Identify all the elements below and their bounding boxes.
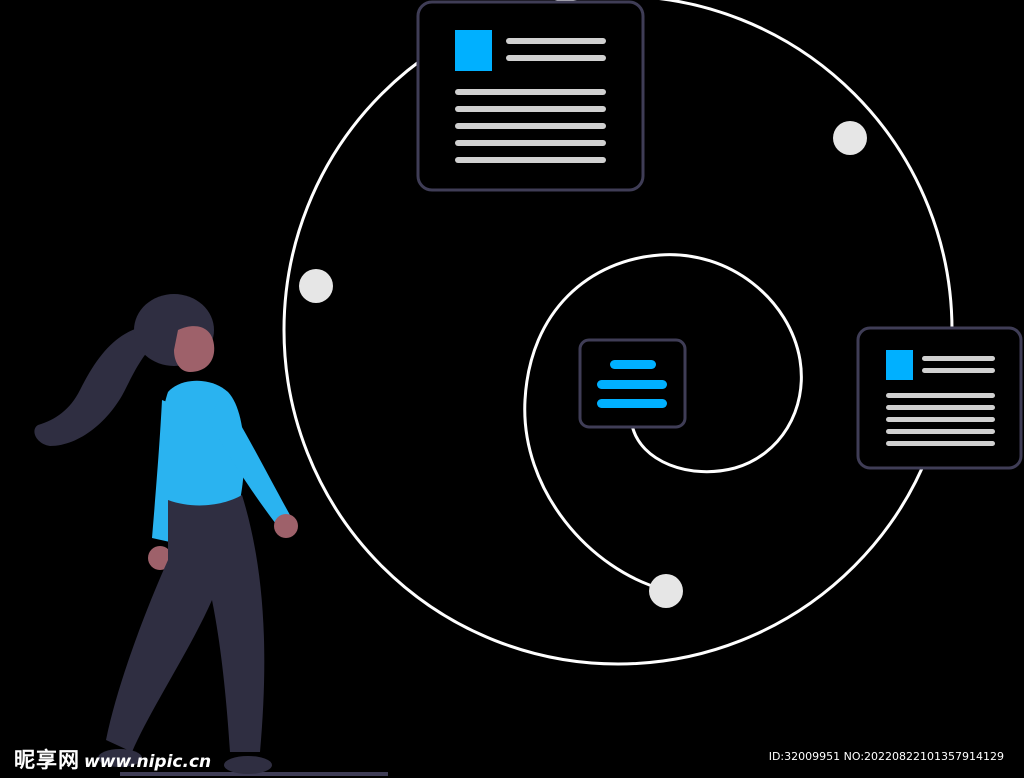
back-hand xyxy=(148,546,172,570)
watermark-id: ID:32009951 NO:20220822101357914129 xyxy=(768,750,1004,763)
floor-line xyxy=(120,772,388,776)
face xyxy=(174,326,215,372)
orbit-node xyxy=(833,121,867,155)
menu-bar xyxy=(610,360,656,369)
orbit-node xyxy=(649,574,683,608)
text-line xyxy=(886,441,995,446)
text-line xyxy=(506,55,606,61)
person-figure xyxy=(34,294,388,776)
text-line xyxy=(886,393,995,398)
text-line xyxy=(886,429,995,434)
front-hand xyxy=(274,514,298,538)
inner-spiral-path xyxy=(523,253,803,592)
top-document-card xyxy=(416,0,645,192)
text-line xyxy=(455,123,606,129)
text-line xyxy=(922,368,995,373)
text-line xyxy=(886,417,995,422)
text-line xyxy=(455,140,606,146)
ponytail xyxy=(34,325,160,446)
front-arm xyxy=(208,395,290,524)
shoe xyxy=(224,756,272,774)
orbit-node xyxy=(299,269,333,303)
text-line xyxy=(455,89,606,95)
menu-bar xyxy=(597,399,667,408)
pants xyxy=(106,495,265,752)
menu-bar xyxy=(597,380,667,389)
watermark-site-url: www.nipic.cn xyxy=(84,752,212,772)
thumbnail-block xyxy=(455,30,492,71)
center-menu-card xyxy=(578,338,687,429)
text-line xyxy=(922,356,995,361)
thumbnail-block xyxy=(886,350,913,380)
text-line xyxy=(506,38,606,44)
watermark-logo-text: 昵享网 xyxy=(14,748,80,772)
right-document-card xyxy=(856,326,1023,470)
text-line xyxy=(455,106,606,112)
text-line xyxy=(455,157,606,163)
text-line xyxy=(886,405,995,410)
shoe xyxy=(98,749,142,767)
